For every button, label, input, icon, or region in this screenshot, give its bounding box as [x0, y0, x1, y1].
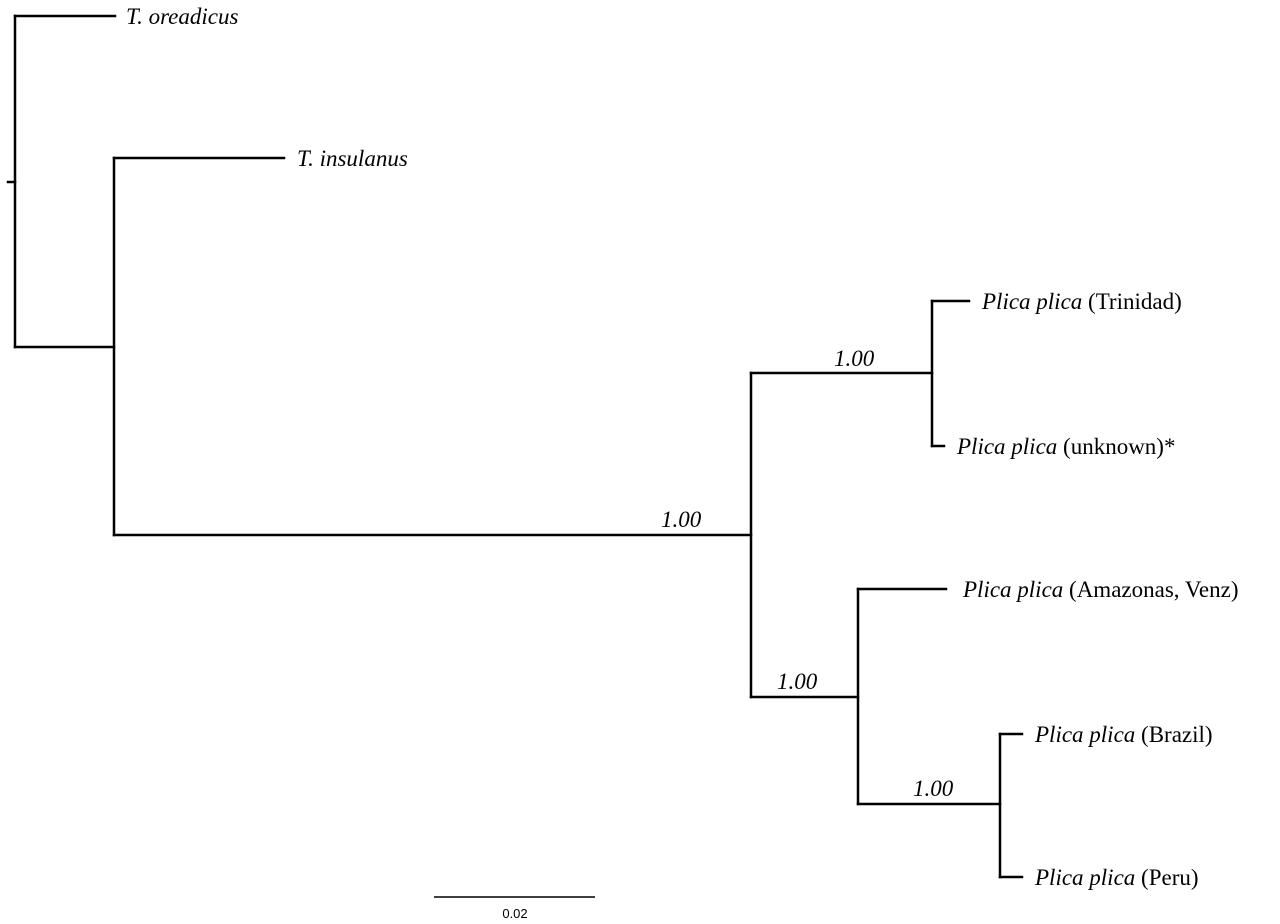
support-plica-clade: 1.00 — [661, 507, 702, 532]
taxon-plica-trinidad: Plica plica (Trinidad) — [981, 289, 1182, 314]
support-trinidad-unknown: 1.00 — [834, 346, 875, 371]
taxon-plica-peru: Plica plica (Peru) — [1034, 865, 1199, 890]
scale-bar-label: 0.02 — [502, 906, 527, 921]
support-amazonas-brazil-peru: 1.00 — [777, 669, 818, 694]
taxon-plica-unknown: Plica plica (unknown)* — [956, 434, 1175, 459]
taxon-plica-amazonas: Plica plica (Amazonas, Venz) — [962, 577, 1239, 602]
taxon-t-insulanus: T. insulanus — [297, 146, 408, 171]
support-brazil-peru: 1.00 — [913, 776, 954, 801]
taxon-t-oreadicus: T. oreadicus — [126, 4, 238, 29]
taxon-plica-brazil: Plica plica (Brazil) — [1034, 722, 1213, 747]
